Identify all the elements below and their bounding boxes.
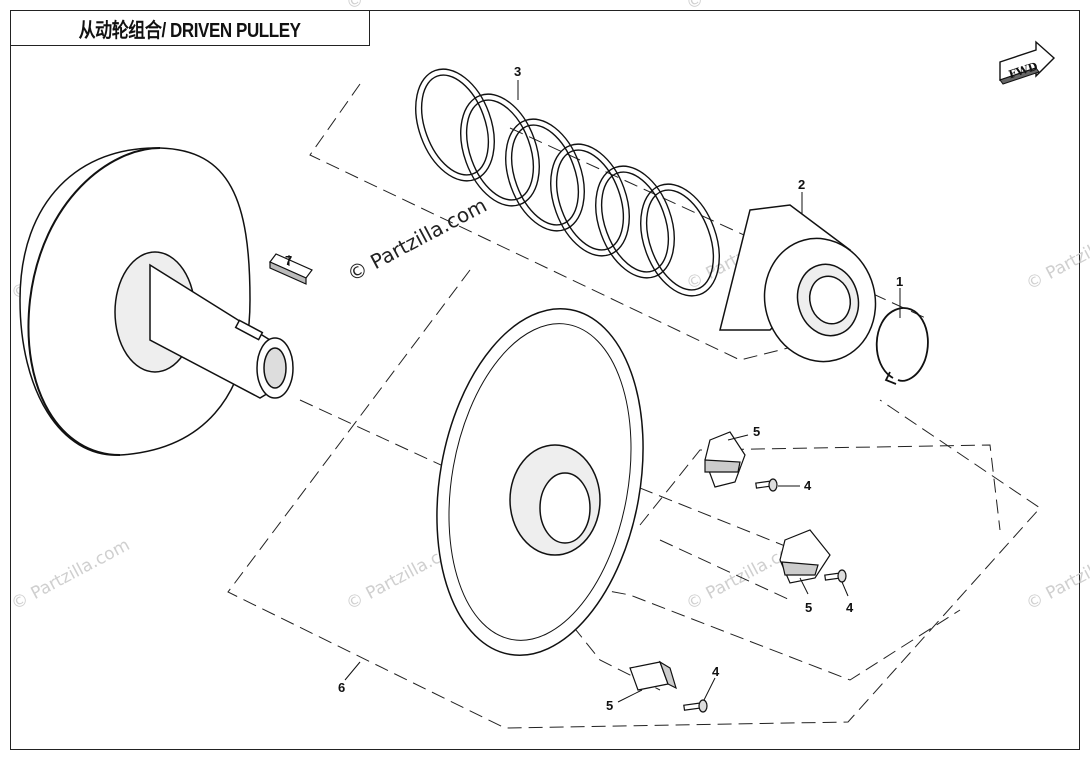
watermark-5: © Partzilla.com bbox=[1023, 535, 1090, 614]
slider-part-upper bbox=[704, 431, 746, 488]
bolt-part-middle bbox=[824, 569, 847, 583]
watermark-9: © Partzilla.com bbox=[683, 0, 808, 14]
watermark-7: © Partzilla.com bbox=[1023, 215, 1090, 294]
callout-2: 2 bbox=[798, 177, 805, 192]
watermark-8: © Partzilla.com bbox=[343, 0, 468, 14]
fwd-arrow-icon: FWD bbox=[999, 40, 1056, 85]
movable-sheave-part bbox=[436, 308, 644, 656]
callout-4-upper: 4 bbox=[804, 478, 812, 493]
callouts: 3 2 1 7 5 4 5 4 4 5 6 bbox=[285, 64, 903, 713]
slider-part-lower bbox=[629, 660, 677, 691]
diagram-frame bbox=[10, 10, 1080, 750]
callout-1: 1 bbox=[896, 274, 903, 289]
bolt-part-lower bbox=[683, 699, 708, 713]
watermark-2: © Partzilla.com bbox=[8, 535, 133, 614]
diagram-title-box: 从动轮组合/ DRIVEN PULLEY bbox=[10, 10, 370, 46]
callout-5-upper: 5 bbox=[753, 424, 760, 439]
diagram-title: 从动轮组合/ DRIVEN PULLEY bbox=[79, 19, 301, 42]
spring-part bbox=[415, 68, 720, 297]
fixed-sheave-part bbox=[19, 130, 340, 456]
callout-5-middle: 5 bbox=[805, 600, 812, 615]
callout-5-lower: 5 bbox=[606, 698, 613, 713]
leader-lines bbox=[288, 80, 901, 703]
circlip-part bbox=[875, 307, 929, 385]
callout-4-middle: 4 bbox=[846, 600, 854, 615]
callout-4-lower: 4 bbox=[712, 664, 720, 679]
bolt-part-upper bbox=[755, 478, 778, 492]
slider-part-middle bbox=[779, 529, 831, 584]
cam-part bbox=[719, 204, 877, 363]
callout-6: 6 bbox=[338, 680, 345, 695]
callout-7: 7 bbox=[285, 253, 292, 268]
callout-3: 3 bbox=[514, 64, 521, 79]
key-part bbox=[269, 253, 313, 285]
